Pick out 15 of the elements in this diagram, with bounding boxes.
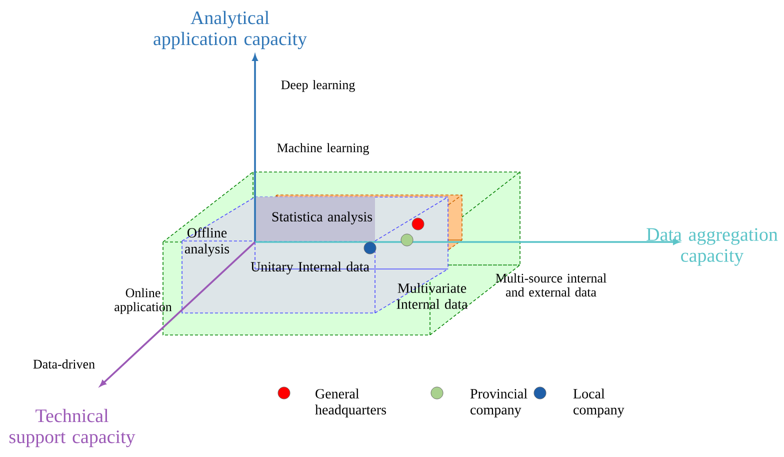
label: Multi-source internal and external data [496, 273, 606, 297]
legend-label: Local company [573, 388, 624, 418]
label: Deep learning [281, 80, 355, 92]
label: Statistica analysis [272, 212, 372, 224]
label: Offline analysis [184, 228, 230, 256]
label: Machine learning [277, 143, 369, 155]
label: Multivariate Internal data [396, 283, 468, 309]
label: Unitary Internal data [250, 262, 370, 274]
label: Online application [114, 288, 172, 314]
label: Data-driven [33, 359, 95, 369]
legend-label: General headquarters [315, 388, 386, 418]
legend-label: Provincial company [470, 388, 528, 418]
axis-title: Analytical application capacity [154, 10, 307, 50]
axis-title: Data aggregation capacity [646, 228, 778, 266]
axis-title: Technical support capacity [9, 408, 136, 448]
